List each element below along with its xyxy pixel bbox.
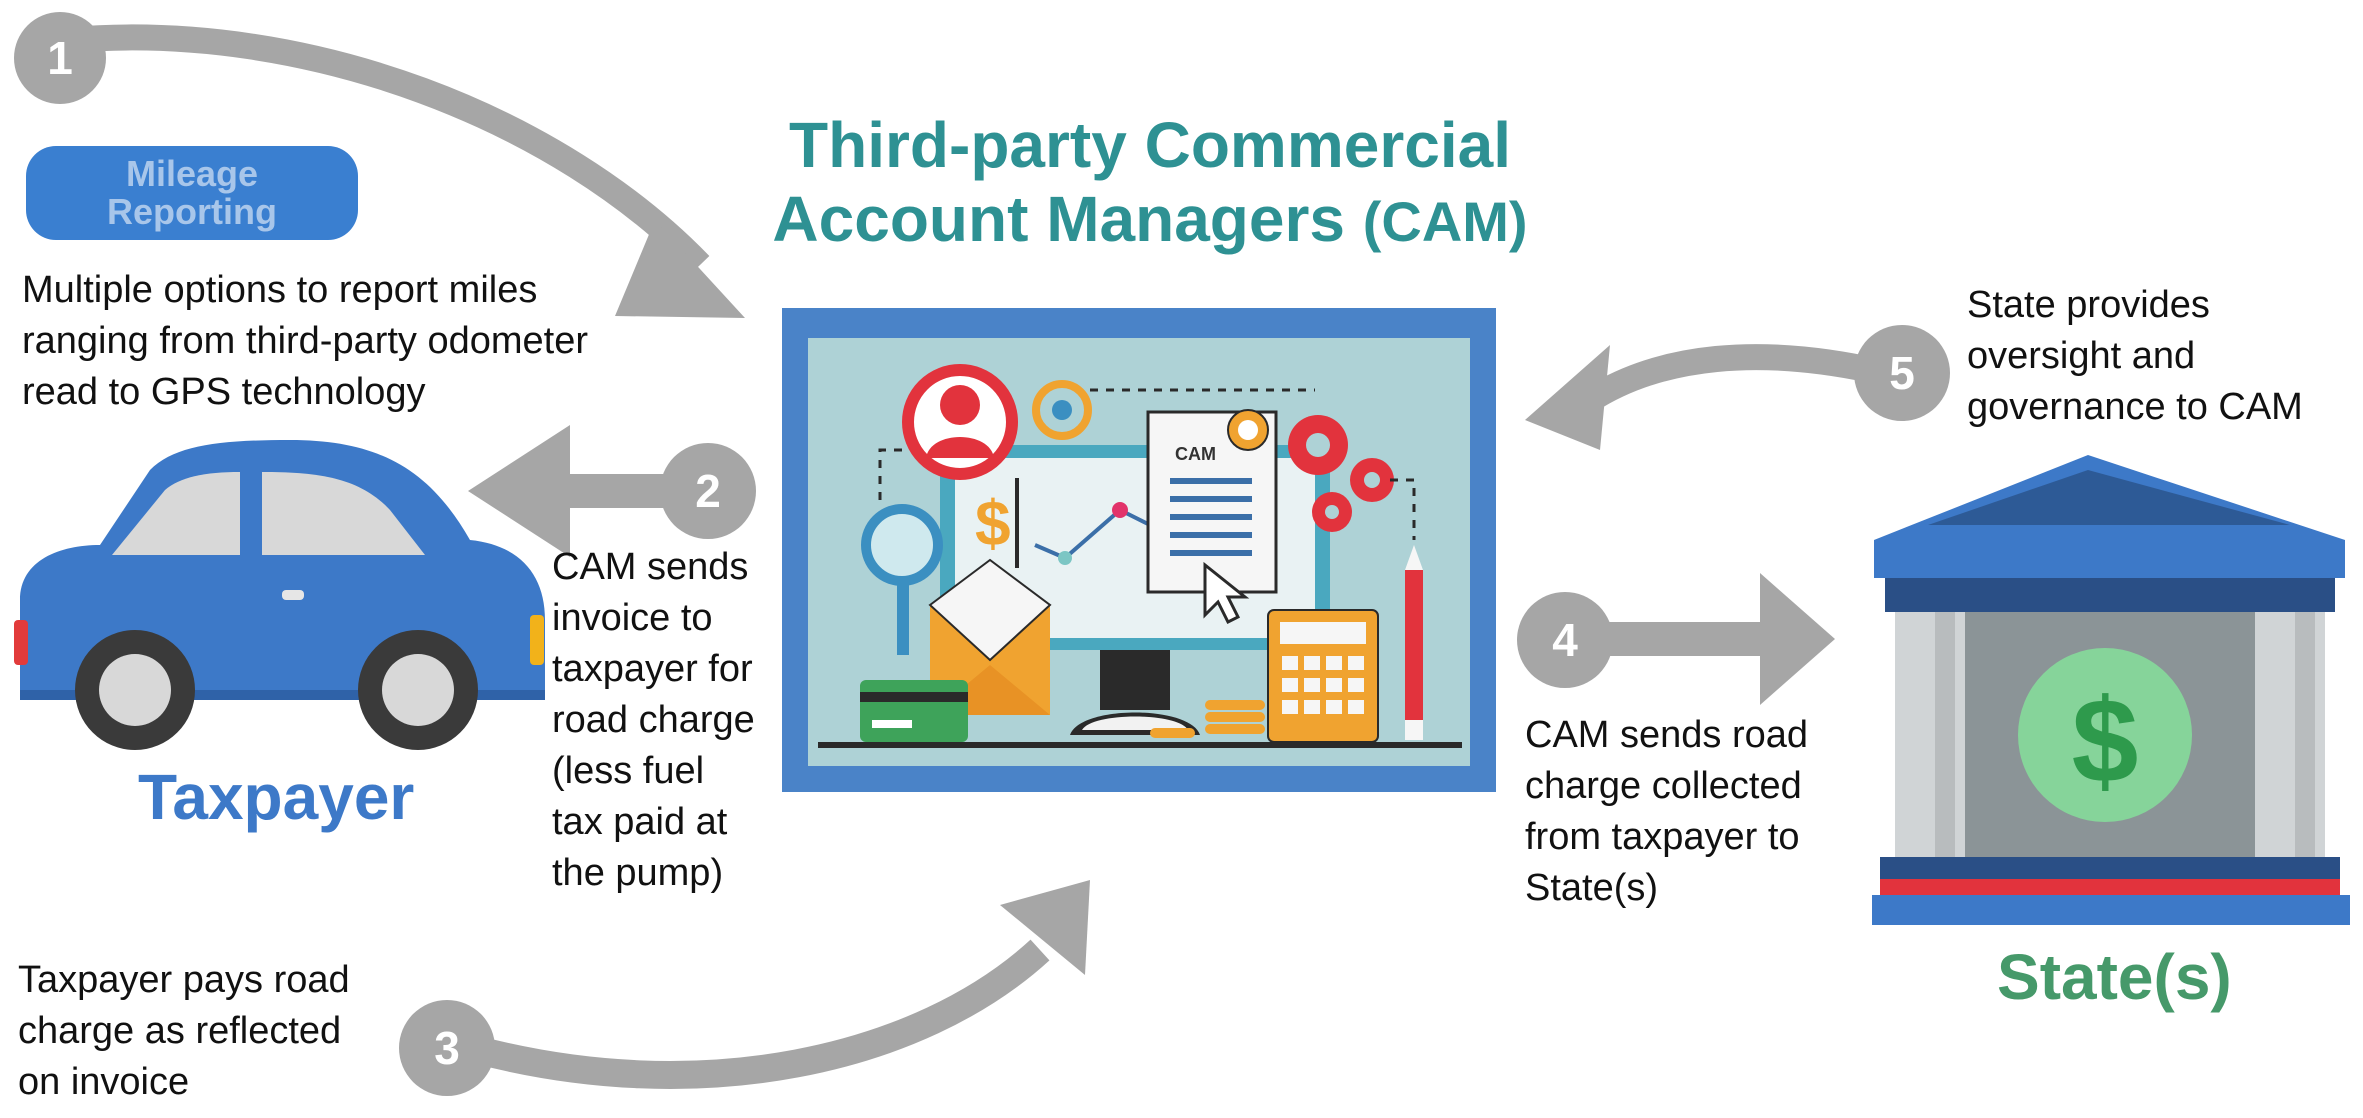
mileage-reporting-badge: Mileage Reporting: [26, 146, 358, 240]
step2-line: the pump): [552, 852, 724, 894]
step-number-1: 1: [47, 32, 73, 84]
step4-line: CAM sends road: [1525, 714, 1809, 756]
step2-description: CAM sends invoice to taxpayer for road c…: [552, 542, 755, 899]
step5-line: oversight and: [1967, 335, 2196, 377]
step4-line: State(s): [1525, 867, 1659, 909]
step5-line: governance to CAM: [1967, 386, 2303, 428]
cam-title-line2: Account Managers (CAM): [740, 182, 1560, 259]
mileage-line1: Mileage: [125, 153, 259, 194]
step2-line: invoice to: [552, 597, 713, 639]
cam-title: Third-party Commercial Account Managers …: [740, 108, 1560, 259]
step3-line: on invoice: [18, 1061, 190, 1103]
step-number-4: 4: [1552, 614, 1578, 666]
cam-title-main: Account Managers: [772, 183, 1345, 255]
cam-title-line1: Third-party Commercial: [789, 109, 1511, 181]
arrow-1: [68, 24, 745, 318]
step5-line: State provides: [1967, 284, 2210, 326]
step5-description: State provides oversight and governance …: [1967, 280, 2303, 433]
step-badge-5: 5: [1854, 325, 1950, 421]
step4-line: charge collected: [1525, 765, 1802, 807]
step2-line: road charge: [552, 699, 755, 741]
step-badge-2: 2: [660, 443, 756, 539]
step4-line: from taxpayer to: [1525, 816, 1800, 858]
arrow-4: [1590, 573, 1835, 705]
step-number-5: 5: [1889, 347, 1915, 399]
step1-line: Multiple options to report miles: [22, 269, 538, 311]
state-label: State(s): [1997, 941, 2232, 1013]
arrow-5: [1525, 344, 1883, 450]
step1-description: Multiple options to report miles ranging…: [22, 265, 588, 418]
step2-line: CAM sends: [552, 546, 749, 588]
step3-line: charge as reflected: [18, 1010, 342, 1052]
step1-line: ranging from third-party odometer: [22, 320, 589, 362]
step-badge-4: 4: [1517, 592, 1613, 688]
step2-line: (less fuel: [552, 750, 705, 792]
step4-description: CAM sends road charge collected from tax…: [1525, 710, 1808, 914]
step-number-2: 2: [695, 465, 721, 517]
step-badge-3: 3: [399, 1000, 495, 1096]
arrow-3: [466, 880, 1090, 1089]
step2-line: tax paid at: [552, 801, 728, 843]
step1-line: read to GPS technology: [22, 371, 426, 413]
cam-title-abbr: (CAM): [1362, 190, 1528, 253]
step3-line: Taxpayer pays road: [18, 959, 350, 1001]
step3-description: Taxpayer pays road charge as reflected o…: [18, 955, 350, 1108]
step-number-3: 3: [434, 1022, 460, 1074]
taxpayer-label: Taxpayer: [138, 761, 415, 833]
step-badge-1: 1: [14, 12, 106, 104]
mileage-line2: Reporting: [107, 191, 277, 232]
step2-line: taxpayer for: [552, 648, 753, 690]
